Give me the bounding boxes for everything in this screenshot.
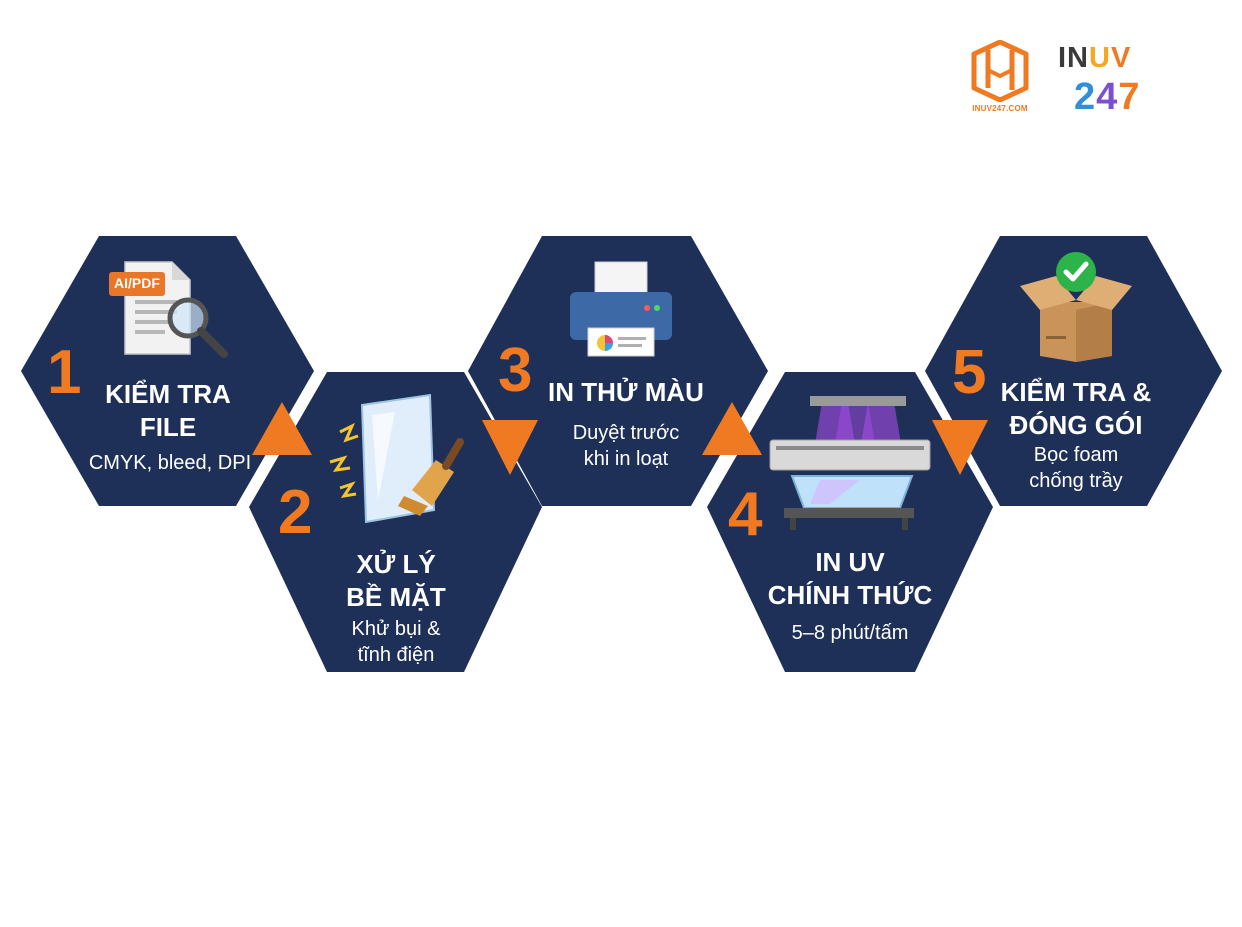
step-desc-line-1: 5–8 phút/tấm (791, 622, 909, 644)
logo-2: 2 (1074, 76, 1097, 118)
logo-v: V (1110, 42, 1132, 74)
step-title: XỬ LÝ BỀ MẶT (316, 548, 476, 614)
step-description: 5–8 phút/tấm (760, 620, 940, 646)
step-desc-line-2: tĩnh điện (357, 644, 435, 666)
step-title-line-2: BỀ MẶT (346, 582, 446, 612)
step-number: 5 (952, 338, 987, 407)
step-title: KIỂM TRA & ĐÓNG GÓI (994, 376, 1158, 442)
step-title-line-1: KIỂM TRA & (1000, 377, 1152, 407)
arrow-2-to-3 (482, 420, 538, 475)
step-title-line-2: CHÍNH THỨC (767, 580, 933, 610)
step-title-line-1: IN UV (815, 547, 885, 577)
step-desc-line-1: Duyệt trước (572, 422, 680, 444)
uv-printer-icon (769, 396, 931, 530)
logo-7: 7 (1118, 76, 1141, 118)
arrow-3-to-4 (702, 402, 762, 455)
package-check-icon (1020, 252, 1132, 362)
step-title-line-1: XỬ LÝ (356, 549, 436, 579)
logo-4: 4 (1096, 76, 1119, 118)
logo-wordmark-top: INUV (1058, 42, 1131, 75)
logo-domain-text: INUV247.COM (972, 104, 1028, 113)
step-desc-line-1: Khử bụi & (351, 618, 441, 640)
step-title-line-1: IN THỬ MÀU (548, 377, 704, 407)
printer-icon (570, 261, 672, 357)
step-title: IN UV CHÍNH THỨC (760, 546, 940, 612)
logo-wordmark-bottom: 247 (1074, 76, 1140, 119)
step-description: Bọc foam chống trầy (996, 442, 1156, 494)
hexagon-step-5 (925, 236, 1222, 506)
arrow-4-to-5 (932, 420, 988, 475)
logo-mark-icon (971, 40, 1029, 102)
step-description: Khử bụi & tĩnh điện (316, 616, 476, 668)
step-desc-line-2: khi in loạt (583, 448, 669, 470)
file-type-badge: AI/PDF (114, 275, 160, 291)
glass-brush-icon (329, 393, 464, 524)
step-title: IN THỬ MÀU (540, 376, 712, 409)
step-number: 3 (498, 336, 533, 405)
step-desc-line-1: CMYK, bleed, DPI (88, 452, 252, 474)
arrow-1-to-2 (252, 402, 312, 455)
step-title: KIỂM TRA FILE (88, 378, 248, 444)
hexagon-step-3 (468, 236, 768, 506)
logo-in: IN (1058, 42, 1089, 74)
step-number: 2 (278, 478, 313, 547)
file-search-icon (109, 261, 228, 358)
step-description: Duyệt trước khi in loạt (546, 420, 706, 472)
hexagon-step-1 (21, 236, 314, 506)
step-number: 1 (47, 338, 82, 407)
step-title-line-1: KIỂM TRA (105, 379, 231, 409)
step-desc-line-1: Bọc foam (1033, 444, 1119, 466)
step-number: 4 (728, 480, 763, 549)
step-title-line-2: ĐÓNG GÓI (1009, 410, 1143, 440)
logo-u: U (1089, 42, 1111, 74)
step-description: CMYK, bleed, DPI (60, 450, 280, 476)
hexagon-step-2 (249, 372, 542, 672)
brand-logo: INUV247.COM INUV 247 (960, 40, 1160, 120)
step-title-line-2: FILE (139, 412, 197, 442)
step-desc-line-2: chống trầy (1029, 470, 1123, 492)
